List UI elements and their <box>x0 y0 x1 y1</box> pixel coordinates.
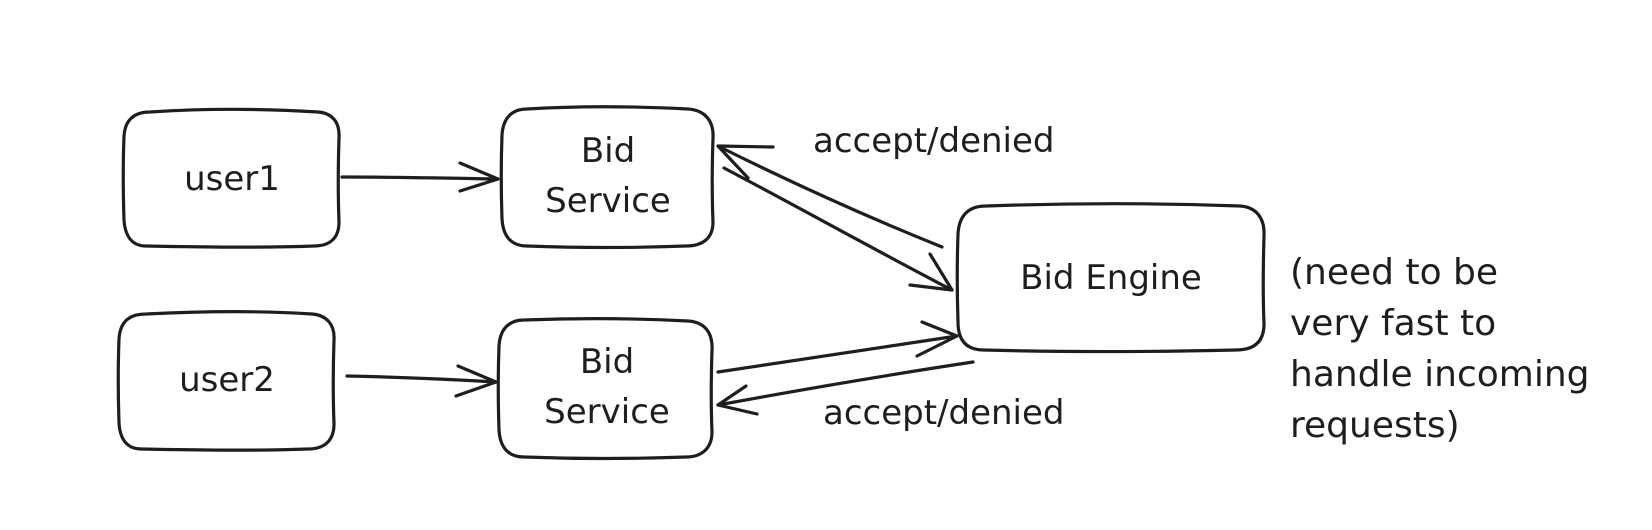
note-line-4: requests) <box>1290 405 1460 446</box>
edge-label-top-response: accept/denied <box>813 121 1055 161</box>
node-bid-engine-label: Bid Engine <box>1020 258 1202 298</box>
node-user1-box <box>121 107 341 249</box>
node-user1-label: user1 <box>184 159 280 199</box>
side-note: (need to be very fast to handle incoming… <box>1290 252 1590 446</box>
node-bid-service-2-line1: Bid <box>580 342 634 382</box>
node-bid-service-1-box <box>499 105 715 250</box>
node-user2-box <box>116 310 336 452</box>
note-line-2: very fast to <box>1290 303 1496 344</box>
node-bid-engine[interactable]: Bid Engine <box>955 202 1266 354</box>
note-line-1: (need to be <box>1290 252 1498 293</box>
edge-bid-engine-to-bid-service-2 <box>716 360 975 416</box>
node-bid-service-2[interactable]: Bid Service <box>496 317 714 461</box>
node-bid-engine-box <box>955 202 1266 354</box>
node-bid-service-1-line1: Bid <box>581 131 635 171</box>
node-bid-service-2-box <box>496 317 714 461</box>
node-user2-label: user2 <box>179 360 275 400</box>
node-bid-service-1-line2: Service <box>545 181 671 221</box>
edge-user2-to-bid-service-2 <box>345 364 498 398</box>
node-bid-service-2-line2: Service <box>544 392 670 432</box>
edge-bid-service-1-to-bid-engine <box>722 166 954 292</box>
edge-label-bottom-response: accept/denied <box>823 393 1065 433</box>
note-line-3: handle incoming <box>1290 354 1590 395</box>
edge-bid-engine-to-bid-service-1 <box>716 144 944 249</box>
node-bid-service-1[interactable]: Bid Service <box>499 105 715 250</box>
edge-bid-service-2-to-bid-engine <box>716 320 959 374</box>
edge-user1-to-bid-service-1 <box>340 161 500 193</box>
node-user2[interactable]: user2 <box>116 310 336 452</box>
node-user1[interactable]: user1 <box>121 107 341 249</box>
